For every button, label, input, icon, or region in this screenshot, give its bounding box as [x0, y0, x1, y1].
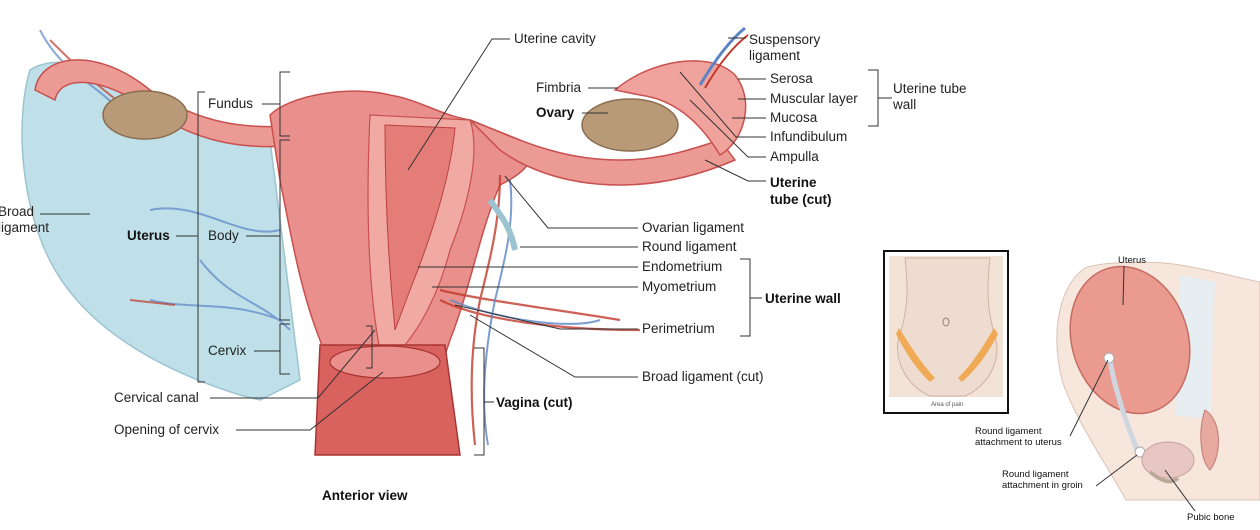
- label-opening-of-cervix: Opening of cervix: [114, 422, 219, 437]
- caption-area-of-pain: Area of pain: [931, 402, 963, 408]
- label-uterus: Uterus: [127, 228, 170, 243]
- label-fundus: Fundus: [208, 96, 253, 111]
- sagittal-figure: Uterus Round ligament attachment to uter…: [975, 255, 1260, 523]
- infundibulum-shape: [613, 60, 747, 157]
- label-uterine-wall: Uterine wall: [765, 291, 841, 306]
- label-broad-ligament-2: ligament: [0, 220, 49, 235]
- label-infundibulum: Infundibulum: [770, 129, 847, 144]
- label-pubic-bone: Pubic bone: [1187, 512, 1235, 523]
- right-labels: Uterine cavity Fimbria Ovary Suspensory …: [407, 31, 967, 456]
- label-suspensory-1: Suspensory: [749, 32, 821, 47]
- label-suspensory-2: ligament: [749, 48, 800, 63]
- pain-area-left: [896, 328, 935, 382]
- label-perimetrium: Perimetrium: [642, 321, 715, 336]
- label-cervical-canal: Cervical canal: [114, 390, 199, 405]
- round-ligament-uterus-dot: [1103, 352, 1115, 364]
- label-uterine-tube-cut-2: tube (cut): [770, 192, 832, 207]
- abdomen-shape: [896, 257, 998, 397]
- suspensory-vessels: [698, 26, 746, 86]
- label-broad-ligament-1: Broad: [0, 204, 34, 219]
- label-broad-ligament-cut: Broad ligament (cut): [642, 369, 764, 384]
- label-mucosa: Mucosa: [770, 110, 818, 125]
- label-ovary: Ovary: [536, 105, 575, 120]
- lower-organ: [1200, 409, 1219, 471]
- left-labels: Broad ligament Uterus Fundus Body Cervix…: [0, 71, 408, 503]
- round-ligament-shape: [487, 198, 518, 251]
- cervix-opening: [329, 345, 441, 379]
- pain-area-right: [958, 328, 998, 382]
- right-vessels: [439, 174, 641, 446]
- anatomy-illustration: [21, 26, 749, 456]
- left-ovary: [102, 90, 188, 140]
- label-rl-uterus-1: Round ligament: [975, 426, 1042, 437]
- right-ovary: [581, 98, 679, 152]
- label-fimbria: Fimbria: [536, 80, 581, 95]
- pain-inset: Area of pain: [883, 250, 1009, 414]
- bladder: [1141, 441, 1195, 479]
- label-endometrium: Endometrium: [642, 259, 722, 274]
- label-ovarian-ligament: Ovarian ligament: [642, 220, 744, 235]
- label-tube-wall-2: wall: [892, 97, 916, 112]
- pubic-bone-shape: [1148, 470, 1180, 484]
- label-serosa: Serosa: [770, 71, 813, 86]
- label-uterine-cavity: Uterine cavity: [514, 31, 596, 46]
- spine-band: [1175, 275, 1215, 420]
- label-cervix: Cervix: [208, 343, 247, 358]
- caption-anterior-view: Anterior view: [322, 488, 408, 503]
- label-round-ligament: Round ligament: [642, 239, 737, 254]
- label-body: Body: [208, 228, 239, 243]
- label-tube-wall-1: Uterine tube: [893, 81, 967, 96]
- uterine-cavity-shape: [384, 124, 456, 331]
- label-rl-groin-1: Round ligament: [1002, 469, 1069, 480]
- label-uterine-tube-cut-1: Uterine: [770, 175, 817, 190]
- label-ampulla: Ampulla: [770, 149, 819, 164]
- label-vagina-cut: Vagina (cut): [496, 395, 573, 410]
- label-myometrium: Myometrium: [642, 279, 716, 294]
- navel: [942, 317, 950, 327]
- label-muscular-layer: Muscular layer: [770, 91, 858, 106]
- label-rl-groin-2: attachment in groin: [1002, 480, 1083, 491]
- label-rl-uterus-2: attachment to uterus: [975, 437, 1062, 448]
- label-side-uterus: Uterus: [1118, 255, 1146, 266]
- round-ligament-line: [1107, 359, 1141, 453]
